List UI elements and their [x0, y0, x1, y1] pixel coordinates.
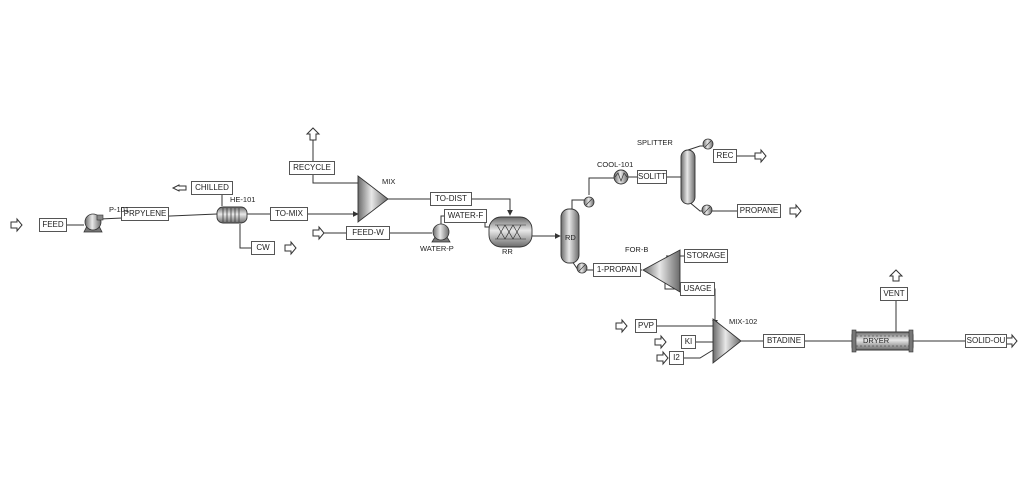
- heat-exchanger-he101-icon: [216, 206, 248, 224]
- unit-label-mix: MIX: [382, 177, 396, 186]
- unit-label-splitter: SPLITTER: [637, 138, 673, 147]
- feed-w-inlet-arrow: [312, 225, 325, 241]
- line-to-dist: [387, 198, 513, 216]
- pvp-inlet-arrow: [615, 318, 628, 334]
- unit-label-water-p: WATER-P: [420, 244, 454, 253]
- stream-tag-feed-w[interactable]: FEED-W: [346, 226, 390, 240]
- vent-outlet-arrow: [888, 269, 904, 282]
- recycle-outlet-arrow: [305, 127, 321, 141]
- stream-tag-1-propan[interactable]: 1-PROPAN: [593, 263, 641, 277]
- unit-label-cool101: COOL-101: [597, 160, 634, 169]
- terminal-arrows: [10, 127, 1018, 366]
- rec-outlet-arrow: [754, 148, 767, 164]
- line-recycle: [312, 140, 358, 184]
- stream-tag-storage[interactable]: STORAGE: [684, 249, 728, 263]
- unit-label-dryer: DRYER: [863, 336, 890, 345]
- pump-water-p-icon: [431, 223, 451, 243]
- stream-lines: [66, 140, 965, 359]
- unit-label-he101: HE-101: [230, 195, 256, 204]
- stream-tag-ki[interactable]: KI: [681, 335, 696, 349]
- column-rd-icon: [560, 196, 595, 274]
- line-propane: [687, 200, 737, 212]
- stream-tag-chilled[interactable]: CHILLED: [191, 181, 233, 195]
- feed-inlet-arrow: [10, 217, 23, 233]
- stream-tag-water-f[interactable]: WATER-F: [444, 209, 487, 223]
- cooler-cool101-icon: [613, 169, 629, 185]
- unit-label-rd: RD: [565, 233, 576, 242]
- line-i2: [684, 349, 714, 359]
- line-cw: [239, 224, 251, 249]
- ki-inlet-arrow: [654, 334, 667, 350]
- stream-tag-rec[interactable]: REC: [713, 149, 737, 163]
- unit-label-rr: RR: [502, 247, 513, 256]
- stream-tag-solitt[interactable]: SOLITT: [637, 170, 667, 184]
- unit-label-mix102: MIX-102: [729, 317, 758, 326]
- stream-tag-solid-ou[interactable]: SOLID-OU: [965, 334, 1007, 348]
- stream-tag-prpylene[interactable]: PRPYLENE: [121, 207, 169, 221]
- line-rd-top: [571, 199, 584, 211]
- stream-tag-cw[interactable]: CW: [251, 241, 275, 255]
- column-splitter-icon: [680, 138, 714, 216]
- stream-tag-to-mix[interactable]: TO-MIX: [270, 207, 308, 221]
- chilled-outlet-arrow: [171, 184, 187, 192]
- solid-ou-outlet-arrow: [1005, 333, 1018, 349]
- stream-tag-to-dist[interactable]: TO-DIST: [430, 192, 472, 206]
- dryer-icon: [851, 329, 914, 353]
- mixer-mix-icon: [357, 175, 389, 223]
- stream-tag-pvp[interactable]: PVP: [635, 319, 657, 333]
- stream-tag-i2[interactable]: I2: [669, 351, 684, 365]
- pump-p101-icon: [83, 213, 104, 233]
- stream-tag-recycle[interactable]: RECYCLE: [289, 161, 335, 175]
- stream-tag-propane[interactable]: PROPANE: [737, 204, 781, 218]
- stream-tag-feed[interactable]: FEED: [39, 218, 67, 232]
- unit-label-p101: P-101: [109, 205, 130, 214]
- stream-tag-btadine[interactable]: BTADINE: [763, 334, 805, 348]
- stream-tag-usage[interactable]: USAGE: [680, 282, 715, 296]
- stream-tag-vent[interactable]: VENT: [880, 287, 908, 301]
- unit-label-for-b: FOR-B: [625, 245, 649, 254]
- reactor-rr-icon: [488, 216, 533, 248]
- i2-inlet-arrow: [656, 350, 669, 366]
- line-cool-feed: [588, 177, 614, 195]
- mixer-mix102-icon: [712, 318, 742, 364]
- cw-outlet-arrow: [284, 240, 297, 256]
- separator-for-b-icon: [642, 249, 681, 293]
- propane-outlet-arrow: [789, 203, 802, 219]
